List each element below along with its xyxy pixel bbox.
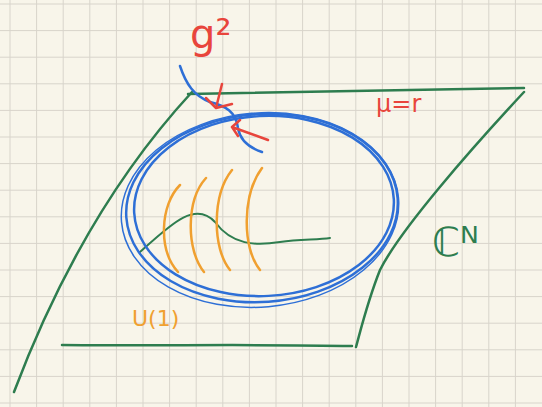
arrow <box>232 120 268 140</box>
grid-line <box>0 30 542 31</box>
level-set-ellipse <box>120 105 404 312</box>
curve <box>140 214 330 252</box>
coupling-label: g² <box>190 14 231 54</box>
grid-line <box>435 0 436 407</box>
grid-line <box>0 270 542 271</box>
grid-line <box>0 83 542 84</box>
grid-line <box>0 349 542 350</box>
grid-line <box>515 0 516 407</box>
level-set-ellipse <box>113 101 407 318</box>
surface-outline <box>356 92 524 347</box>
grid-line <box>0 323 542 324</box>
grid-line <box>462 0 463 407</box>
surface-outline <box>62 345 352 346</box>
space-label: ℂᴺ <box>432 222 479 262</box>
surface-outline <box>188 88 524 94</box>
fiber-circle <box>164 185 180 272</box>
grid-line <box>0 190 542 191</box>
grid-line <box>10 0 11 407</box>
grid-line <box>36 0 37 407</box>
grid-line <box>409 0 410 407</box>
group-label: U(1) <box>132 308 179 330</box>
moment-map-label: μ=r <box>376 92 421 116</box>
grid-line <box>0 376 542 377</box>
grid-line <box>0 4 542 5</box>
grid-line <box>0 403 542 404</box>
fiber-circle <box>217 170 232 270</box>
grid-line <box>488 0 489 407</box>
surface-outline <box>14 92 192 392</box>
arrow <box>206 84 232 108</box>
grid-line <box>0 110 542 111</box>
fiber-circle <box>247 168 262 270</box>
fiber-circle <box>191 178 206 272</box>
grid-line <box>0 137 542 138</box>
quotient-curve <box>180 66 262 152</box>
grid-line <box>0 57 542 58</box>
grid-line <box>0 216 542 217</box>
grid-line <box>382 0 383 407</box>
